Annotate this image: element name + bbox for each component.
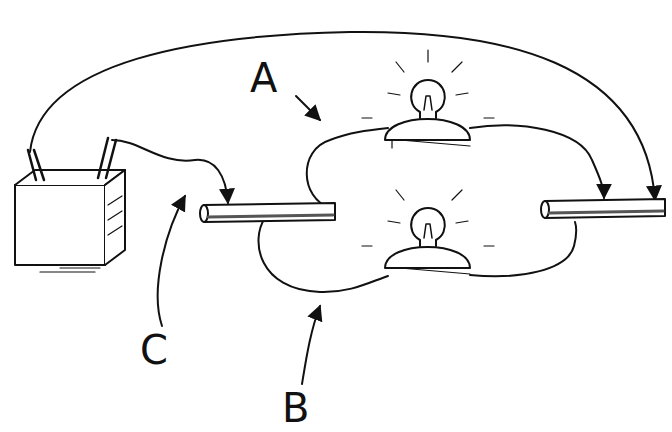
battery-box <box>15 138 125 272</box>
callout-letter: A <box>250 58 277 98</box>
wires <box>30 32 655 292</box>
callout-letter: B <box>282 388 309 428</box>
leader-arrow <box>158 96 320 384</box>
callout-letter: C <box>140 330 168 370</box>
light-bulb <box>362 190 494 274</box>
light-bulb <box>362 50 494 148</box>
